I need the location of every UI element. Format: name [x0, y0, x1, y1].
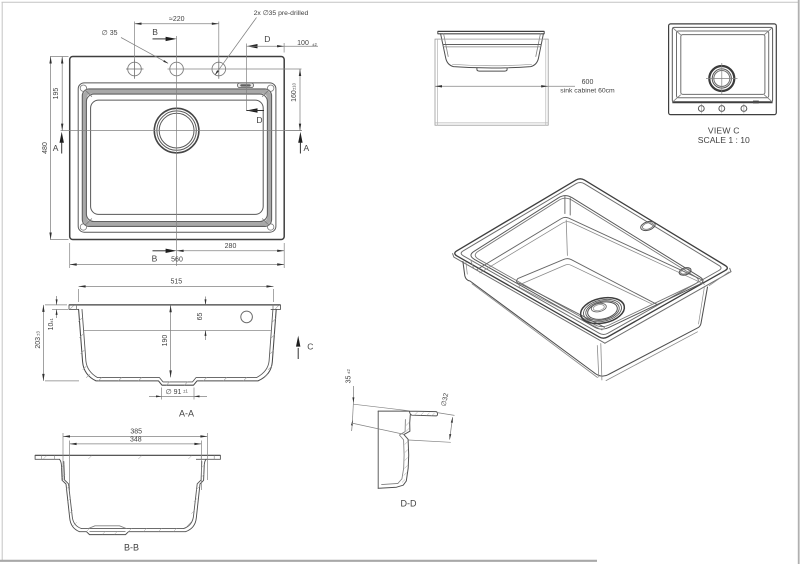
svg-text:560: 560 — [171, 257, 183, 264]
svg-text:±1: ±1 — [183, 389, 188, 394]
svg-text:sink cabinet 60cm: sink cabinet 60cm — [560, 88, 615, 95]
svg-text:D: D — [264, 34, 270, 44]
svg-text:515: 515 — [170, 279, 182, 286]
svg-text:∅ 35: ∅ 35 — [102, 30, 118, 37]
svg-text:2x ∅35 pre-drilled: 2x ∅35 pre-drilled — [254, 10, 309, 17]
svg-text:A: A — [303, 143, 309, 153]
svg-text:∅32: ∅32 — [441, 392, 451, 407]
svg-text:160: 160 — [291, 90, 298, 102]
svg-text:10: 10 — [48, 323, 55, 331]
svg-text:±3: ±3 — [36, 331, 41, 336]
svg-text:195: 195 — [53, 88, 60, 100]
svg-text:B: B — [152, 27, 158, 37]
svg-text:±10: ±10 — [291, 82, 296, 90]
svg-text:B: B — [152, 253, 158, 263]
svg-text:SCALE 1 : 10: SCALE 1 : 10 — [698, 135, 750, 145]
svg-text:±2: ±2 — [312, 42, 317, 47]
svg-text:VIEW C: VIEW C — [708, 125, 740, 135]
svg-text:C: C — [307, 342, 313, 352]
svg-text:B-B: B-B — [124, 543, 139, 553]
svg-text:280: 280 — [225, 243, 237, 250]
svg-text:203: 203 — [35, 337, 42, 349]
svg-text:≈220: ≈220 — [169, 16, 185, 23]
svg-text:600: 600 — [582, 79, 594, 86]
svg-text:A-A: A-A — [179, 409, 194, 419]
svg-text:480: 480 — [42, 142, 49, 154]
svg-text:A: A — [53, 143, 59, 153]
svg-text:±2: ±2 — [346, 369, 351, 374]
svg-text:D: D — [256, 115, 262, 125]
svg-text:190: 190 — [162, 335, 169, 347]
svg-text:385: 385 — [130, 429, 142, 436]
svg-text:65: 65 — [197, 313, 204, 321]
svg-text:±1: ±1 — [49, 318, 54, 323]
svg-text:∅ 91: ∅ 91 — [166, 389, 182, 396]
svg-text:348: 348 — [130, 436, 142, 443]
svg-text:100: 100 — [297, 40, 309, 47]
svg-text:35: 35 — [345, 376, 352, 384]
svg-text:D-D: D-D — [401, 499, 417, 509]
